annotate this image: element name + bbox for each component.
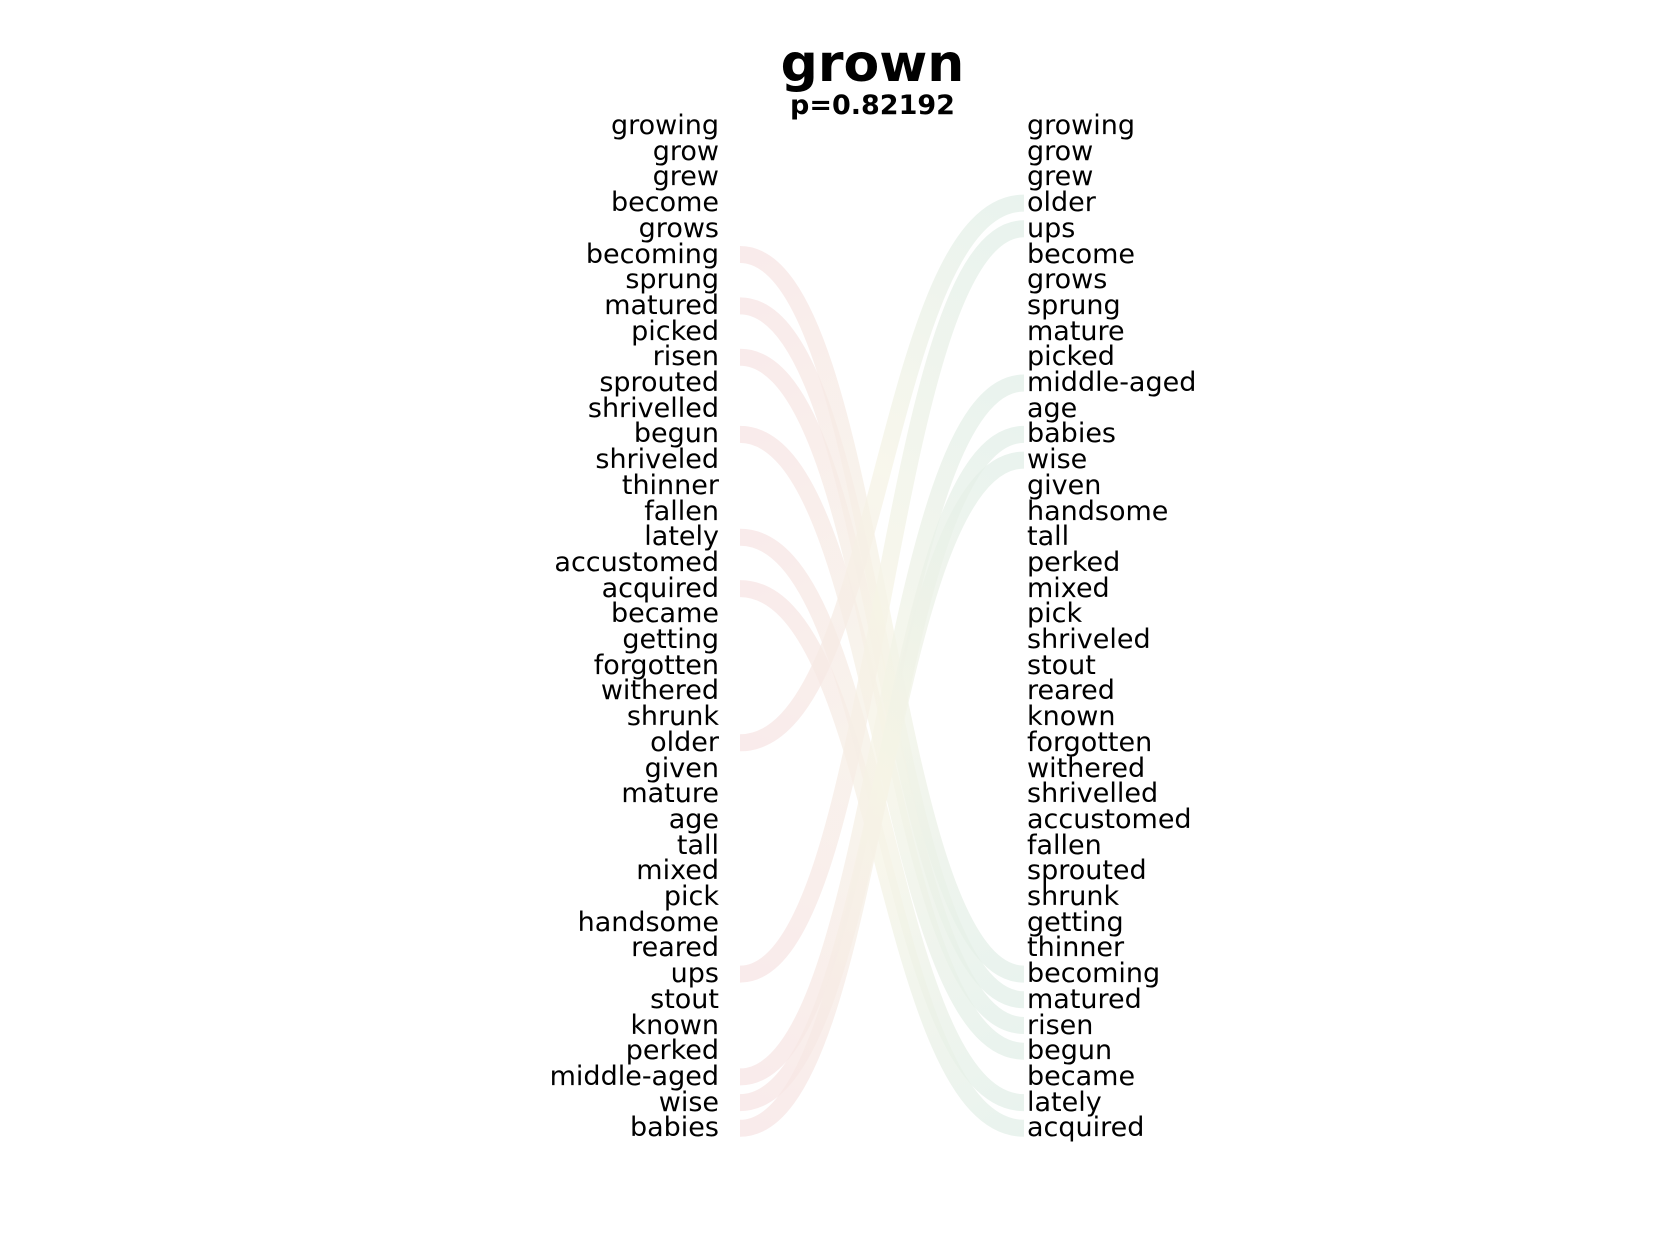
right-word: known bbox=[1027, 701, 1116, 733]
right-word: babies bbox=[1027, 418, 1117, 450]
right-word: withered bbox=[1027, 752, 1146, 784]
right-word: becoming bbox=[1027, 958, 1161, 990]
right-word: middle-aged bbox=[1027, 367, 1197, 398]
left-word: shriveled bbox=[595, 444, 719, 476]
left-word: tall bbox=[676, 829, 719, 861]
left-word: grows bbox=[638, 212, 719, 244]
right-word: tall bbox=[1027, 521, 1070, 553]
right-word: perked bbox=[1027, 546, 1121, 578]
right-word: grows bbox=[1027, 264, 1108, 296]
right-word: forgotten bbox=[1027, 726, 1153, 758]
right-word: matured bbox=[1027, 983, 1142, 1015]
right-word: getting bbox=[1027, 906, 1124, 938]
right-word: acquired bbox=[1027, 1112, 1145, 1144]
left-word: handsome bbox=[577, 906, 719, 938]
left-word: known bbox=[630, 1009, 719, 1041]
left-word: withered bbox=[600, 675, 719, 707]
right-word: begun bbox=[1027, 1035, 1113, 1067]
left-word: age bbox=[668, 803, 719, 835]
link-acquired bbox=[739, 580, 1025, 1137]
link-ups bbox=[739, 220, 1025, 983]
right-word: wise bbox=[1027, 444, 1088, 476]
right-word: reared bbox=[1027, 675, 1115, 707]
left-word: becoming bbox=[585, 238, 719, 270]
left-word: ups bbox=[670, 958, 719, 990]
link-babies bbox=[739, 425, 1025, 1137]
left-word: wise bbox=[658, 1086, 719, 1118]
right-word: risen bbox=[1027, 1009, 1094, 1041]
left-word: sprung bbox=[625, 264, 719, 296]
right-word: pick bbox=[1027, 598, 1083, 630]
left-word: stout bbox=[650, 983, 719, 1015]
link-older bbox=[739, 194, 1025, 752]
left-word: growing bbox=[611, 110, 719, 141]
left-word: became bbox=[610, 598, 719, 630]
left-word: acquired bbox=[601, 572, 719, 604]
right-word: mixed bbox=[1027, 572, 1110, 604]
right-word: picked bbox=[1027, 341, 1115, 373]
right-word: sprouted bbox=[1027, 855, 1147, 887]
right-word: became bbox=[1027, 1060, 1136, 1092]
left-word: perked bbox=[625, 1035, 719, 1067]
left-word: mature bbox=[621, 778, 719, 810]
left-word: pick bbox=[663, 881, 719, 912]
left-word: given bbox=[644, 752, 719, 784]
left-word: middle-aged bbox=[549, 1060, 719, 1092]
right-word: grew bbox=[1027, 161, 1094, 193]
left-word: shrunk bbox=[626, 701, 719, 733]
left-word: shrivelled bbox=[587, 392, 719, 424]
right-word: given bbox=[1027, 469, 1102, 501]
right-word: thinner bbox=[1027, 932, 1125, 964]
left-word: sprouted bbox=[599, 367, 719, 398]
left-word: older bbox=[650, 726, 719, 758]
left-word: mixed bbox=[636, 855, 719, 887]
right-word: shrunk bbox=[1027, 881, 1120, 912]
right-word: stout bbox=[1027, 649, 1096, 681]
left-word: grew bbox=[652, 161, 719, 193]
chart-title: grown bbox=[780, 34, 965, 94]
left-word: become bbox=[610, 187, 719, 219]
left-word: accustomed bbox=[554, 546, 719, 578]
left-word: forgotten bbox=[593, 649, 719, 681]
right-word: older bbox=[1027, 187, 1096, 219]
left-word: picked bbox=[631, 315, 719, 347]
p-value-subtitle: p=0.82192 bbox=[790, 90, 955, 121]
right-word: fallen bbox=[1027, 829, 1102, 861]
right-word: lately bbox=[1027, 1086, 1102, 1118]
right-word: ups bbox=[1027, 212, 1076, 244]
right-word: grow bbox=[1027, 135, 1094, 167]
right-word: mature bbox=[1027, 315, 1125, 347]
left-word: thinner bbox=[621, 469, 719, 501]
left-word: babies bbox=[629, 1112, 719, 1144]
right-word: shrivelled bbox=[1027, 778, 1159, 810]
left-word: matured bbox=[604, 289, 719, 321]
right-word: accustomed bbox=[1027, 803, 1192, 835]
right-word: handsome bbox=[1027, 495, 1169, 527]
left-word: risen bbox=[652, 341, 719, 373]
left-word: getting bbox=[622, 624, 719, 655]
right-word: growing bbox=[1027, 110, 1135, 141]
left-word: begun bbox=[633, 418, 719, 450]
left-word: fallen bbox=[644, 495, 719, 527]
left-word: grow bbox=[652, 135, 719, 167]
left-word: lately bbox=[644, 521, 719, 553]
right-word: age bbox=[1027, 392, 1078, 424]
link-middle-aged bbox=[739, 374, 1025, 1086]
right-word: become bbox=[1027, 238, 1136, 270]
right-word: shriveled bbox=[1027, 624, 1151, 655]
right-word: sprung bbox=[1027, 289, 1121, 321]
left-word: reared bbox=[631, 932, 719, 964]
